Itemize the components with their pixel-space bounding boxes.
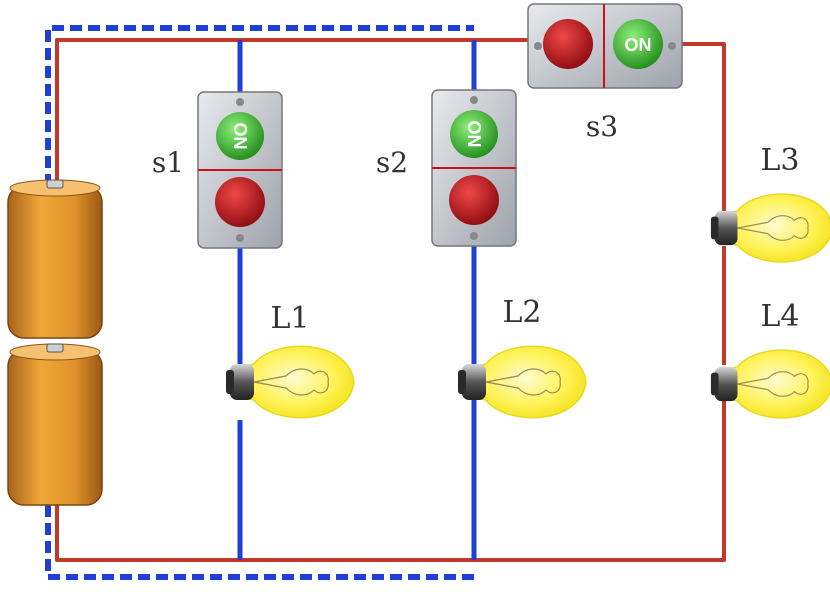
lamp-L2-label: L2 [502,295,541,330]
s3-on-label: ON [625,35,652,55]
s2-on-button[interactable] [450,110,498,158]
lamp-L4 [710,349,830,419]
s3-on-button[interactable] [613,19,663,69]
lamp-L3-label: L3 [760,143,799,178]
lamp-L4-label: L4 [760,299,799,334]
lamp-L3 [710,193,830,263]
lamp-L1 [225,345,355,419]
s1-off-button[interactable] [215,177,265,227]
switch-s2[interactable]: ON [431,89,517,247]
lamp-L2 [457,345,587,419]
current-path-dashed [45,25,474,580]
switch-s3[interactable]: ON [527,3,683,89]
s1-on-label: ON [230,123,250,150]
switch-s1[interactable]: ON [197,91,283,249]
lamp-L1-label: L1 [270,301,309,336]
battery-bottom [7,343,103,506]
switch-s3-label: s3 [586,110,618,143]
battery-top [7,179,103,339]
s2-off-button[interactable] [449,175,499,225]
switch-s2-label: s2 [376,146,408,179]
s3-off-button[interactable] [543,19,593,69]
switch-s1-label: s1 [152,146,184,179]
blue-wire-branches [237,40,477,560]
s2-on-label: ON [464,121,484,148]
red-wire-loop [55,38,726,562]
s1-on-button[interactable] [216,112,264,160]
